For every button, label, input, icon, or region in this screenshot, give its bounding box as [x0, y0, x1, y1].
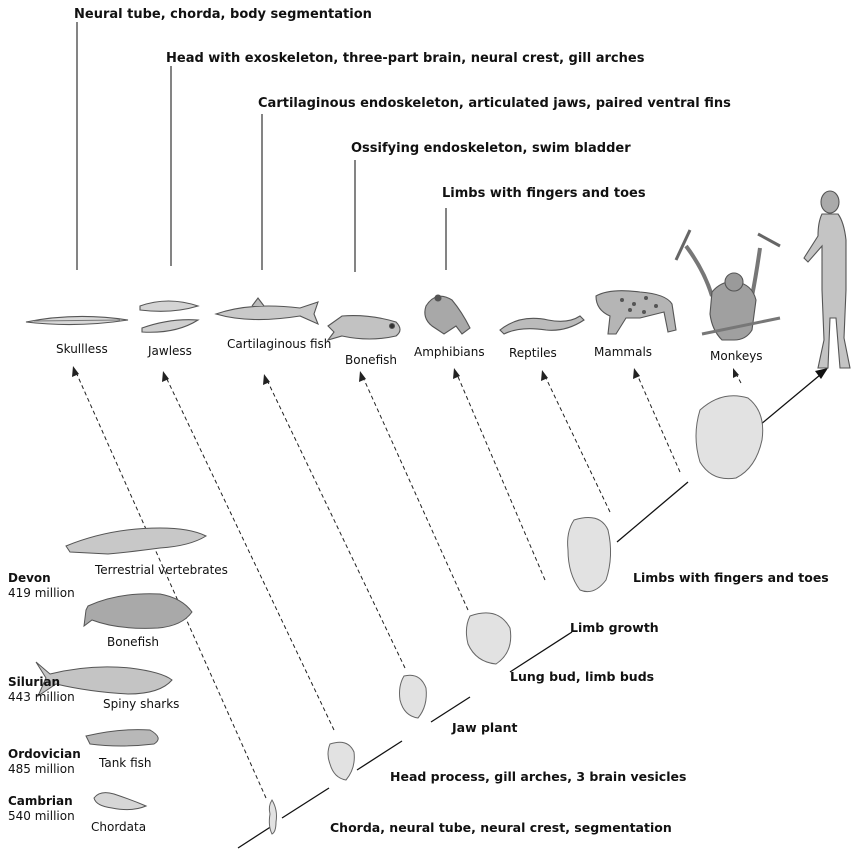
taxa-illustrations	[26, 191, 850, 368]
embryo-5	[568, 518, 611, 592]
top-feature-label-1: Neural tube, chorda, body segmentation	[74, 8, 372, 21]
stage-label-6: Limbs with fingers and toes	[633, 572, 829, 585]
stage-label-1: Chorda, neural tube, neural crest, segme…	[330, 822, 672, 835]
embryo-1	[269, 800, 276, 834]
top-feature-label-2: Head with exoskeleton, three-part brain,…	[166, 52, 644, 65]
top-feature-label-5: Limbs with fingers and toes	[442, 187, 646, 200]
period-name-devon: Devon	[8, 572, 51, 584]
period-age-ordovician: 485 million	[8, 763, 75, 775]
period-name-ordovician: Ordovician	[8, 748, 81, 760]
bonefish-drawing	[328, 316, 400, 340]
taxon-label-mammals: Mammals	[594, 346, 652, 358]
stage-label-3: Jaw plant	[452, 722, 518, 735]
stage-label-4: Lung bud, limb buds	[510, 671, 654, 684]
period-age-devon: 419 million	[8, 587, 75, 599]
fossil-label-chordata: Chordata	[91, 821, 146, 833]
fossil-label-bonefish: Bonefish	[107, 636, 159, 648]
taxon-label-monkeys: Monkeys	[710, 350, 763, 362]
fossil-label-tank-fish: Tank fish	[99, 757, 151, 769]
top-feature-label-3: Cartilaginous endoskeleton, articulated …	[258, 97, 731, 110]
skullless-drawing	[26, 316, 128, 324]
chordata-drawing	[94, 793, 146, 810]
bonefish-fossil-drawing	[84, 594, 192, 629]
fossil-label-terrestrial-vertebrates: Terrestrial vertebrates	[95, 564, 228, 576]
taxon-label-jawless: Jawless	[148, 345, 192, 357]
dashed-arrow-heads	[72, 366, 739, 385]
period-age-silurian: 443 million	[8, 691, 75, 703]
embryo-6	[696, 396, 763, 479]
jawless-drawing	[140, 301, 198, 332]
taxon-label-bonefish: Bonefish	[345, 354, 397, 366]
reptile-drawing	[500, 316, 584, 334]
embryo-2	[328, 742, 354, 780]
taxon-label-amphibians: Amphibians	[414, 346, 485, 358]
human-drawing	[804, 191, 850, 368]
period-name-cambrian: Cambrian	[8, 795, 73, 807]
taxon-label-reptiles: Reptiles	[509, 347, 557, 359]
monkey-drawing	[676, 230, 780, 340]
embryo-4	[466, 613, 510, 664]
embryo-3	[400, 675, 427, 718]
top-feature-label-4: Ossifying endoskeleton, swim bladder	[351, 142, 631, 155]
terrestrial-vertebrate-drawing	[66, 528, 206, 554]
taxon-label-skullless: Skullless	[56, 343, 108, 355]
stage-label-2: Head process, gill arches, 3 brain vesic…	[390, 771, 686, 784]
mammal-drawing	[596, 291, 676, 334]
period-name-silurian: Silurian	[8, 676, 60, 688]
amphibian-drawing	[425, 295, 470, 334]
stage-label-5: Limb growth	[570, 622, 659, 635]
taxon-label-cartilaginous-fish: Cartilaginous fish	[227, 338, 331, 350]
period-age-cambrian: 540 million	[8, 810, 75, 822]
cartilaginous-fish-drawing	[216, 298, 318, 324]
tank-fish-drawing	[86, 730, 158, 746]
fossil-label-spiny-sharks: Spiny sharks	[103, 698, 179, 710]
